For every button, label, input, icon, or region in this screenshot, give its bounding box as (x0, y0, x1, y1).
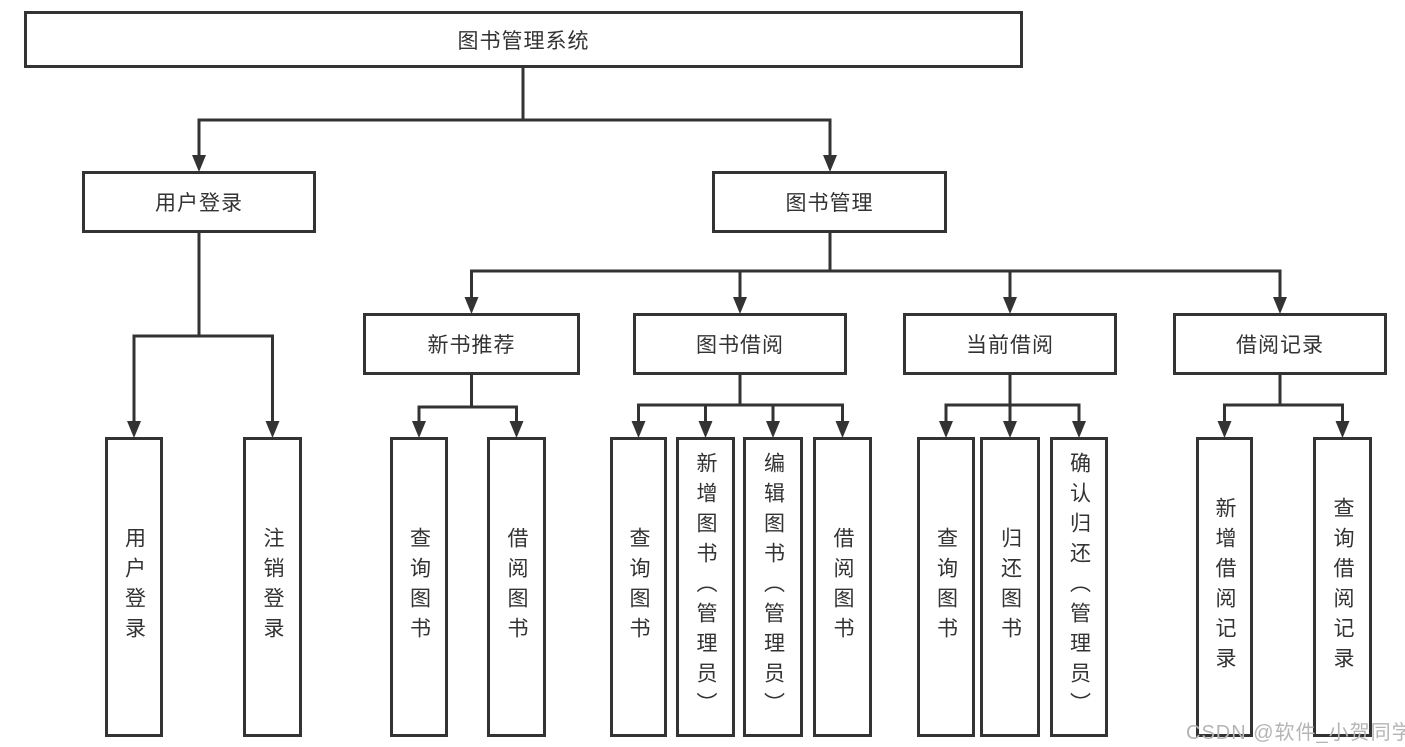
node-new-book-recommend: 新书推荐 (363, 313, 580, 375)
node-book-management: 图书管理 (712, 171, 947, 233)
leaf-confirm-return-admin: 确认归还（管理员） (1050, 437, 1108, 737)
leaf-query-books-current: 查询图书 (917, 437, 975, 737)
node-new-book-recommend-label: 新书推荐 (427, 334, 516, 357)
arrow-down-icon (835, 421, 850, 438)
leaf-query-borrow-record-label: 查询借阅记录 (1331, 497, 1354, 677)
leaf-query-books-recommend-label: 查询图书 (407, 527, 431, 647)
leaf-edit-book-admin-label: 编辑图书（管理员） (761, 452, 785, 722)
leaf-logout: 注销登录 (243, 437, 302, 737)
leaf-query-books-current-label: 查询图书 (934, 527, 958, 647)
arrow-down-icon (265, 421, 280, 438)
connector-borrow-records-to-leaves (1217, 375, 1350, 438)
arrow-down-icon (412, 421, 426, 438)
connector-root-to-level2 (192, 68, 837, 172)
leaf-logout-label: 注销登录 (261, 527, 284, 647)
connector-current-borrow-to-leaves (939, 375, 1086, 438)
arrow-down-icon (1335, 421, 1350, 438)
leaf-user-login: 用户登录 (105, 437, 163, 737)
node-current-borrow: 当前借阅 (903, 313, 1117, 375)
leaf-query-borrow-record: 查询借阅记录 (1313, 437, 1372, 737)
node-borrow-records-label: 借阅记录 (1236, 334, 1324, 357)
leaf-user-login-label: 用户登录 (122, 527, 146, 647)
leaf-add-book-admin: 新增图书（管理员） (676, 437, 735, 737)
leaf-confirm-return-admin-label: 确认归还（管理员） (1067, 452, 1091, 722)
arrow-down-icon (1003, 297, 1017, 314)
connector-user-login-to-leaves (127, 233, 280, 438)
leaf-add-book-admin-label: 新增图书（管理员） (694, 452, 717, 722)
leaf-borrow-books-recommend: 借阅图书 (487, 437, 546, 737)
leaf-query-books-borrow-label: 查询图书 (627, 527, 650, 647)
node-book-management-label: 图书管理 (785, 192, 874, 215)
leaf-query-books-recommend: 查询图书 (390, 437, 448, 737)
arrow-down-icon (939, 421, 953, 438)
arrow-down-icon (509, 421, 524, 438)
arrow-down-icon (823, 155, 837, 172)
arrow-down-icon (733, 297, 747, 314)
arrow-down-icon (192, 155, 206, 172)
leaf-borrow-books-recommend-label: 借阅图书 (505, 527, 528, 647)
leaf-return-book: 归还图书 (980, 437, 1040, 737)
leaf-add-borrow-record: 新增借阅记录 (1196, 437, 1253, 737)
leaf-borrow-books-borrow-label: 借阅图书 (831, 527, 854, 647)
node-book-borrow: 图书借阅 (633, 313, 847, 375)
connector-book-management-to-level3 (464, 232, 1287, 314)
arrow-down-icon (127, 421, 141, 438)
arrow-down-icon (1217, 421, 1232, 438)
arrow-down-icon (698, 421, 713, 438)
arrow-down-icon (1072, 421, 1086, 438)
connector-book-borrow-to-leaves (631, 375, 850, 438)
arrow-down-icon (631, 421, 646, 438)
leaf-add-borrow-record-label: 新增借阅记录 (1213, 497, 1236, 677)
node-book-borrow-label: 图书借阅 (696, 334, 784, 357)
node-user-login: 用户登录 (82, 171, 316, 233)
node-root: 图书管理系统 (24, 11, 1023, 68)
node-user-login-label: 用户登录 (155, 192, 243, 215)
arrow-down-icon (766, 421, 780, 438)
leaf-borrow-books-borrow: 借阅图书 (813, 437, 872, 737)
watermark: CSDN @软件_小贺同学 (1186, 722, 1405, 744)
leaf-edit-book-admin: 编辑图书（管理员） (743, 437, 803, 737)
leaf-query-books-borrow: 查询图书 (610, 437, 667, 737)
node-borrow-records: 借阅记录 (1173, 313, 1387, 375)
arrow-down-icon (1003, 421, 1017, 438)
connector-new-book-recommend-to-leaves (412, 375, 524, 438)
node-root-label: 图书管理系统 (457, 29, 590, 53)
leaf-return-book-label: 归还图书 (998, 527, 1022, 647)
node-current-borrow-label: 当前借阅 (966, 334, 1054, 357)
arrow-down-icon (464, 297, 479, 314)
arrow-down-icon (1273, 297, 1287, 314)
